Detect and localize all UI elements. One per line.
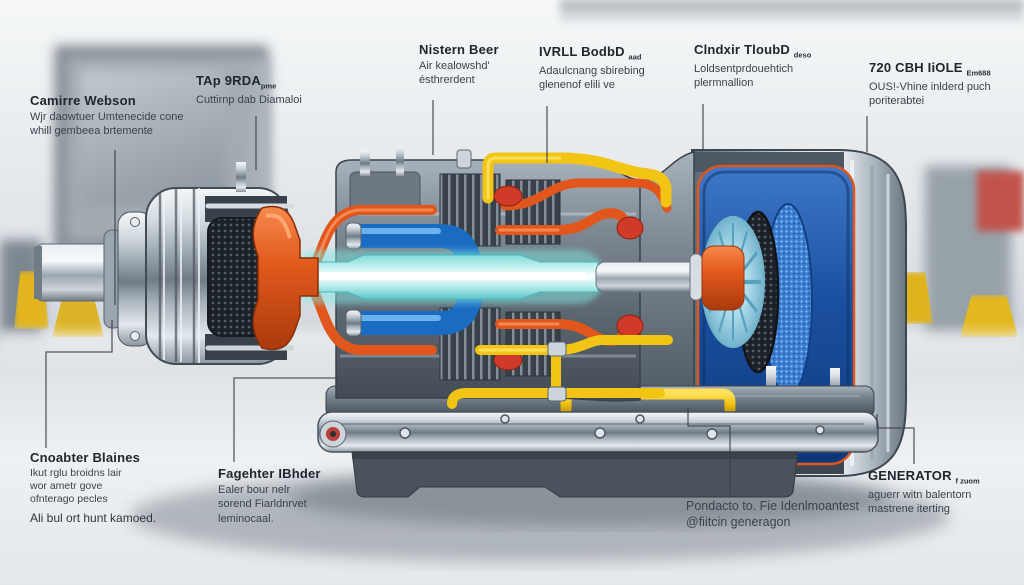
label-title: TAp 9RDA — [196, 73, 261, 88]
background-red-box — [977, 171, 1024, 231]
label-ivrll-bodbd: IVRLL BodbD aad Adaulcnang sbirebing gle… — [539, 44, 645, 91]
label-camirre-webson: Camirre Webson Wjr daowtuer Umtenecide c… — [30, 93, 240, 139]
label-title: Camirre Webson — [30, 93, 136, 108]
red-elbow-top — [616, 216, 644, 240]
leader-lines — [45, 100, 915, 494]
label-title: GENERATOR — [868, 468, 952, 483]
label-title: Fagehter IBhder — [218, 466, 321, 481]
label-nistern-beer: Nistern Beer Air kealowshd' ésthrerdent — [419, 42, 569, 88]
red-elbow-bottom — [616, 314, 644, 338]
label-fagehter-ibhder: Fagehter IBhder Ealer bour nelr sorend F… — [218, 466, 378, 526]
label-tap-9rda: TAp 9RDApme Cuttirnp dab Diamaloi — [196, 73, 302, 106]
label-sup: pme — [260, 81, 277, 91]
label-sup: aad — [628, 52, 642, 62]
label-title: IVRLL BodbD — [539, 44, 625, 59]
orange-manifold — [252, 205, 319, 351]
label-title: Clndxir TloubD — [694, 42, 790, 57]
label-generator: GENERATOR f zuom aguerr witn balentorn m… — [868, 468, 980, 515]
left-compressor-section — [34, 162, 319, 365]
label-title: 720 CBH IiOLE — [869, 60, 963, 75]
label-clndxir-tloubd: Clndxir TloubD deso Loldsentprdouehtich … — [694, 42, 812, 89]
background-monitor-screen — [80, 70, 225, 205]
label-sup: f zuom — [955, 476, 980, 486]
yellow-pipes — [447, 152, 673, 409]
label-title: Nistern Beer — [419, 42, 499, 57]
core-shaft — [290, 245, 745, 311]
label-podacto: Pondacto to. Fie Idenlmoantest @fiitcin … — [686, 499, 860, 530]
label-720-cbh: 720 CBH IiOLE Em688 OUS!-Vhine inlderd p… — [869, 60, 991, 107]
label-title: Cnoabter Blaines — [30, 450, 141, 465]
orange-coupling — [701, 245, 745, 311]
base-pedestal — [351, 451, 799, 498]
background-ceiling-beam — [560, 0, 1024, 26]
label-sup: deso — [793, 50, 812, 60]
base-bolts — [399, 414, 825, 440]
label-sup: Em688 — [966, 68, 991, 78]
label-cnoabter-blaines: Cnoabter Blaines Ikut rglu broidns lair … — [30, 450, 210, 525]
